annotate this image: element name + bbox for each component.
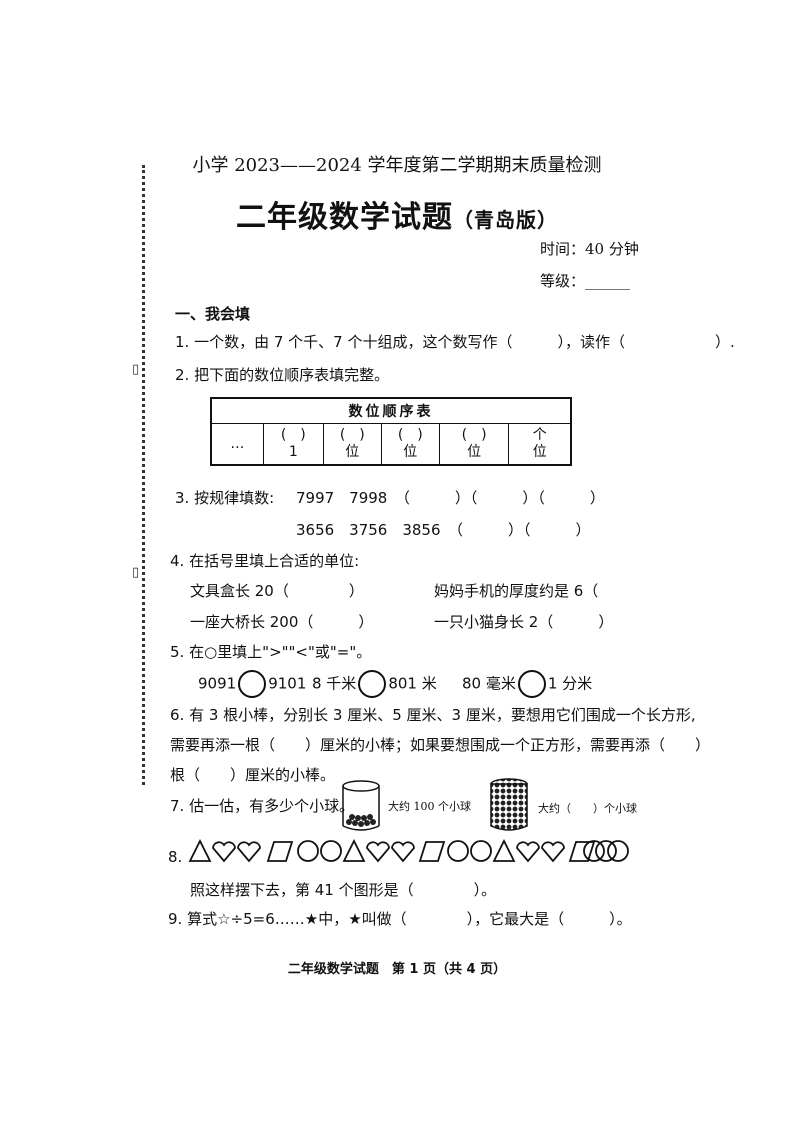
table-cell: 个位 <box>508 423 572 466</box>
question-7-label: 7. 估一估，有多少个小球。 <box>170 797 355 815</box>
jar1-caption: 大约 100 个小球 <box>388 800 471 813</box>
binding-mark: ▯ <box>132 362 140 377</box>
page-footer: 二年级数学试题 第 1 页（共 4 页） <box>287 962 507 977</box>
jar2-caption: 大约（ ）个小球 <box>538 802 637 815</box>
question-8-number: 8. <box>168 848 183 866</box>
question-6-line1: 6. 有 3 根小棒，分别长 3 厘米、5 厘米、3 厘米，要想用它们围成一个长… <box>170 706 696 724</box>
edition-label: （青岛版） <box>453 208 558 232</box>
triangle-icon <box>492 838 516 862</box>
table-title: 数位顺序表 <box>210 397 572 424</box>
place-value-table: 数位顺序表 … ( )1 ( )位 ( )位 ( )位 个位 <box>210 397 572 466</box>
question-3-row1: 7997 7998 （ ）（ ）（ ） <box>296 489 605 507</box>
circle-icon <box>320 840 342 862</box>
section-heading: 一、我会填 <box>175 305 251 323</box>
question-4a: 文具盒长 20（ ） <box>190 582 364 600</box>
compare-circle[interactable] <box>358 670 387 698</box>
question-4-label: 4. 在括号里填上合适的单位: <box>170 552 360 570</box>
heart-icon <box>212 841 236 863</box>
question-9: 9. 算式☆÷5=6……★中，★叫做（ ），它最大是（ ）。 <box>168 910 632 928</box>
jar-icon <box>342 780 380 831</box>
heart-icon <box>237 841 261 863</box>
parallelogram-icon <box>266 841 294 862</box>
exam-title: 二年级数学试题（青岛版） <box>0 192 794 236</box>
time-label: 时间：40 分钟 <box>540 240 639 258</box>
question-1: 1. 一个数，由 7 个千、7 个十组成，这个数写作（ ），读作（ ）. <box>175 333 735 351</box>
question-4b: 妈妈手机的厚度约是 6（ <box>434 582 599 600</box>
full-jar-icon <box>490 778 528 831</box>
heart-icon <box>516 841 540 863</box>
question-3-row2: 3656 3756 3856 （ ）（ ） <box>296 521 591 539</box>
question-3-label: 3. 按规律填数: <box>175 489 275 507</box>
compare-circle[interactable] <box>517 670 546 698</box>
question-6-line3: 根（ ）厘米的小棒。 <box>170 766 336 784</box>
question-8-text: 照这样摆下去，第 41 个图形是（ ）。 <box>190 881 497 899</box>
circle-icon <box>447 840 469 862</box>
shape-sequence-end <box>583 840 629 862</box>
triangle-icon <box>188 838 212 862</box>
circle-icon <box>607 840 629 862</box>
triangle-icon <box>342 838 366 862</box>
question-6-line2: 需要再添一根（ ）厘米的小棒；如果要想围成一个正方形，需要再添（ ） <box>170 736 711 754</box>
table-cell: ( )位 <box>438 423 510 466</box>
table-cell: ( )位 <box>380 423 440 466</box>
exam-subtitle: 小学 2023——2024 学年度第二学期期末质量检测 <box>192 155 602 176</box>
binding-mark: ▯ <box>132 565 140 580</box>
shape-sequence <box>188 838 617 863</box>
parallelogram-icon <box>418 841 446 862</box>
table-cell: … <box>210 423 264 466</box>
parallelogram-icon <box>568 841 596 862</box>
heart-icon <box>366 841 390 863</box>
heart-icon <box>391 841 415 863</box>
heart-icon <box>541 841 565 863</box>
title-text: 二年级数学试题 <box>236 200 453 235</box>
grade-label: 等级：______ <box>540 272 631 290</box>
circle-icon <box>470 840 492 862</box>
question-4c: 一座大桥长 200（ ） <box>190 613 374 631</box>
circle-icon <box>297 840 319 862</box>
table-cell: ( )1 <box>262 423 324 466</box>
question-4d: 一只小猫身长 2（ ） <box>434 613 614 631</box>
question-2: 2. 把下面的数位顺序表填完整。 <box>175 366 390 384</box>
table-cell: ( )位 <box>322 423 382 466</box>
circle-icon <box>583 840 605 862</box>
binding-dotted-line <box>142 165 145 785</box>
compare-circle[interactable] <box>238 670 267 698</box>
circle-icon <box>595 840 617 862</box>
question-5-label: 5. 在○里填上">""<"或"="。 <box>170 643 372 661</box>
